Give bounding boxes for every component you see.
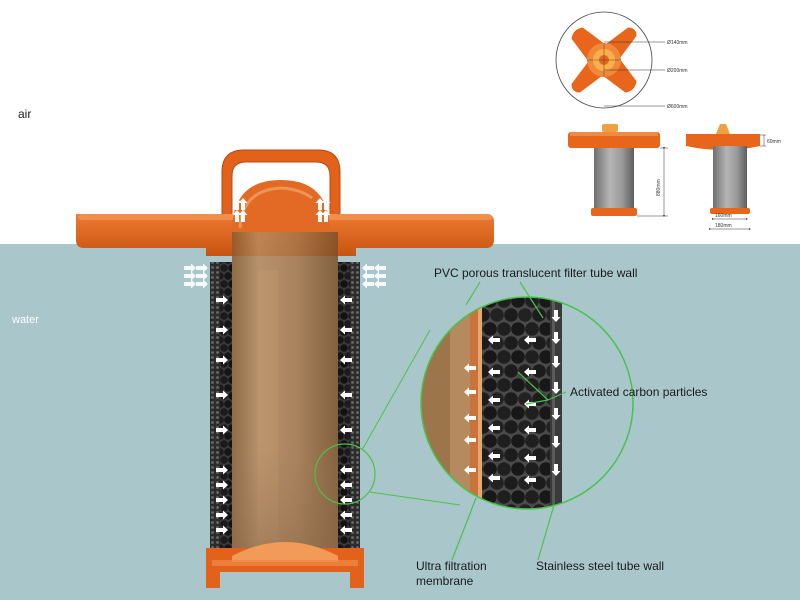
- label-pvc-wall: PVC porous translucent filter tube wall: [434, 266, 637, 280]
- dim-d140: Ø140mm: [667, 40, 688, 46]
- outer-wall-right: [350, 262, 360, 552]
- dim-float-thickness: 60mm: [767, 139, 781, 145]
- label-steel-wall: Stainless steel tube wall: [536, 559, 664, 573]
- dim-d200: Ø200mm: [667, 68, 688, 74]
- carbon-right: [338, 262, 350, 552]
- main-filter: [76, 149, 494, 588]
- leader-carbon-a: [517, 371, 549, 401]
- zoom-connector-bottom: [369, 491, 461, 506]
- label-carbon: Activated carbon particles: [570, 385, 707, 399]
- side1-bottom: [591, 208, 637, 216]
- zoom-steel-wall: [550, 297, 562, 509]
- side-view-1: 880mm: [568, 124, 668, 217]
- dim-height: 880mm: [656, 179, 662, 196]
- zoom-circle: [420, 296, 634, 510]
- water-label: water: [11, 314, 39, 326]
- leader-steel: [537, 504, 555, 561]
- label-uf-membrane-1: Ultra filtration: [416, 559, 487, 573]
- detail-highlight-circle: [314, 443, 376, 505]
- dim-inner-width: 160mm: [715, 213, 732, 219]
- leader-pvc-b: [519, 281, 544, 319]
- leader-carbon-b: [547, 391, 567, 401]
- carbon-left: [220, 262, 232, 552]
- label-uf-membrane-2: membrane: [416, 574, 474, 588]
- surface-arrows-right: [362, 263, 386, 289]
- surface-arrows-left: [184, 263, 208, 289]
- water-background: [0, 244, 800, 600]
- air-label: air: [18, 107, 31, 121]
- leader-carbon-c: [525, 399, 549, 405]
- zoom-pvc-wall: [470, 297, 478, 509]
- leader-uf: [451, 497, 477, 561]
- dim-outer-width: 180mm: [715, 223, 732, 229]
- side-view-2: 60mm 160mm 180mm: [686, 124, 781, 230]
- zoom-carbon: [482, 297, 550, 509]
- zoom-connector-top: [361, 329, 431, 451]
- dim-d600: Ø600mm: [667, 104, 688, 110]
- side2-bottom: [710, 208, 750, 214]
- side2-tube: [713, 146, 747, 210]
- side1-tube: [594, 148, 634, 210]
- top-view: Ø140mm Ø200mm Ø600mm: [555, 11, 688, 110]
- outer-wall-left: [210, 262, 220, 552]
- leader-pvc-a: [465, 281, 481, 306]
